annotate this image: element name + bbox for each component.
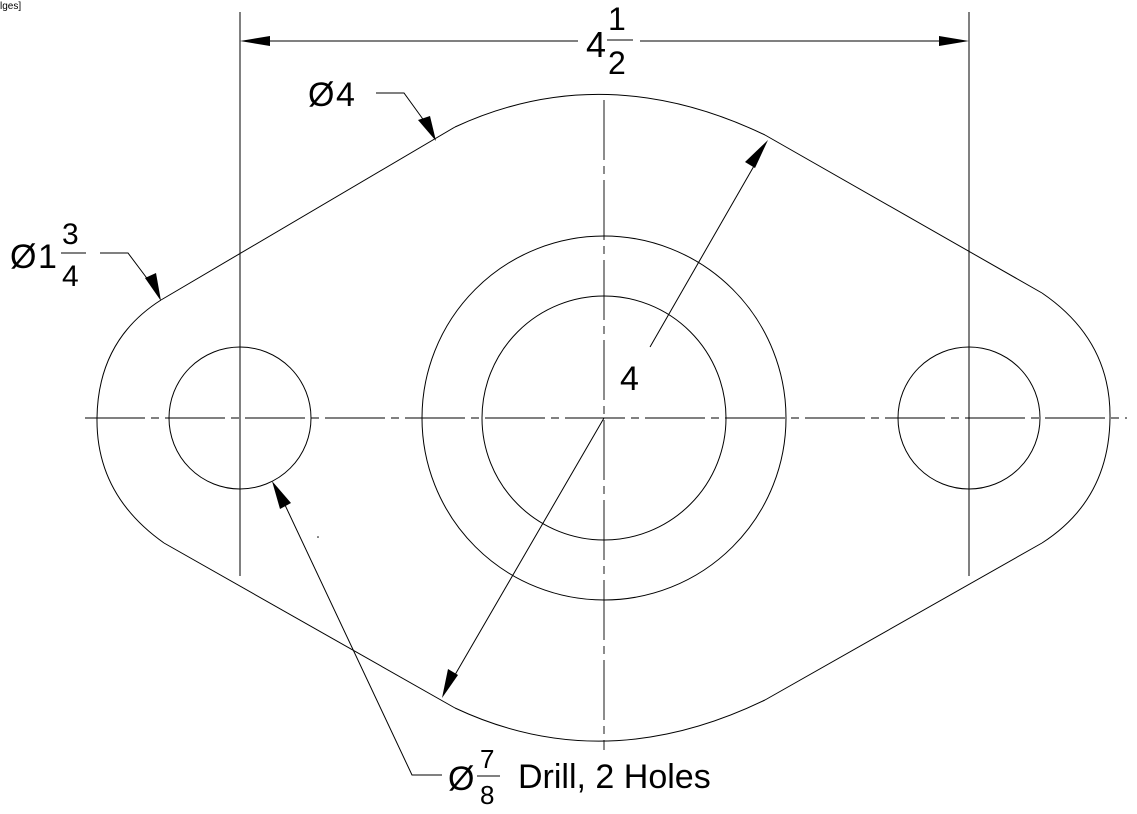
outline-top-left-tangent xyxy=(160,126,456,301)
outline-top-right-tangent xyxy=(764,134,1043,294)
boss-outer-circle xyxy=(421,235,787,601)
drill-hole-left xyxy=(168,346,312,490)
drill-note-text: Drill, 2 Holes xyxy=(518,758,711,796)
overall-width-denominator: 2 xyxy=(608,45,626,81)
end-radius-leader: Ø 1 3 4 xyxy=(10,218,161,301)
center-diameter-value: 4 xyxy=(620,360,639,398)
end-radius-whole: 1 xyxy=(38,238,57,276)
small-mark xyxy=(317,536,319,538)
end-radius-denominator: 4 xyxy=(62,260,79,293)
center-diameter-dimension: 4 xyxy=(442,140,768,698)
arrowhead-right xyxy=(939,36,969,46)
drill-note-arrowhead xyxy=(272,481,291,509)
boss-diameter-value: 4 xyxy=(336,76,355,114)
outline-bottom-left-tangent xyxy=(163,542,456,709)
boss-diameter-arrowhead xyxy=(418,116,436,141)
end-radius-numerator: 3 xyxy=(62,218,79,251)
drill-note-denominator: 8 xyxy=(480,780,494,810)
boss-diameter-symbol: Ø xyxy=(308,76,334,114)
center-diameter-arrowhead-bottom xyxy=(442,669,458,698)
outline-left-arc xyxy=(96,299,165,544)
outline-top-arc xyxy=(454,93,766,136)
outline-right-arc xyxy=(1041,292,1111,544)
end-radius-symbol: Ø xyxy=(10,238,36,276)
overall-width-dimension: 4 1 2 xyxy=(240,1,969,81)
drill-hole-right xyxy=(897,346,1041,490)
drill-note-symbol: Ø xyxy=(448,760,474,798)
overall-width-numerator: 1 xyxy=(608,1,626,37)
flange-outline xyxy=(96,93,1111,742)
arrowhead-left xyxy=(240,36,270,46)
outline-bottom-right-tangent xyxy=(764,542,1043,701)
center-diameter-arrowhead-top xyxy=(745,140,768,168)
boss-diameter-leader: Ø 4 xyxy=(308,76,436,141)
overall-width-whole: 4 xyxy=(586,24,606,65)
drill-note: Ø 7 8 Drill, 2 Holes xyxy=(272,481,711,810)
bore-circle xyxy=(481,295,727,541)
corner-label: lges] xyxy=(0,1,21,12)
outline-bottom-arc xyxy=(454,699,766,742)
end-radius-arrowhead xyxy=(145,273,161,301)
drill-note-numerator: 7 xyxy=(480,744,494,774)
center-lines xyxy=(85,100,1127,750)
